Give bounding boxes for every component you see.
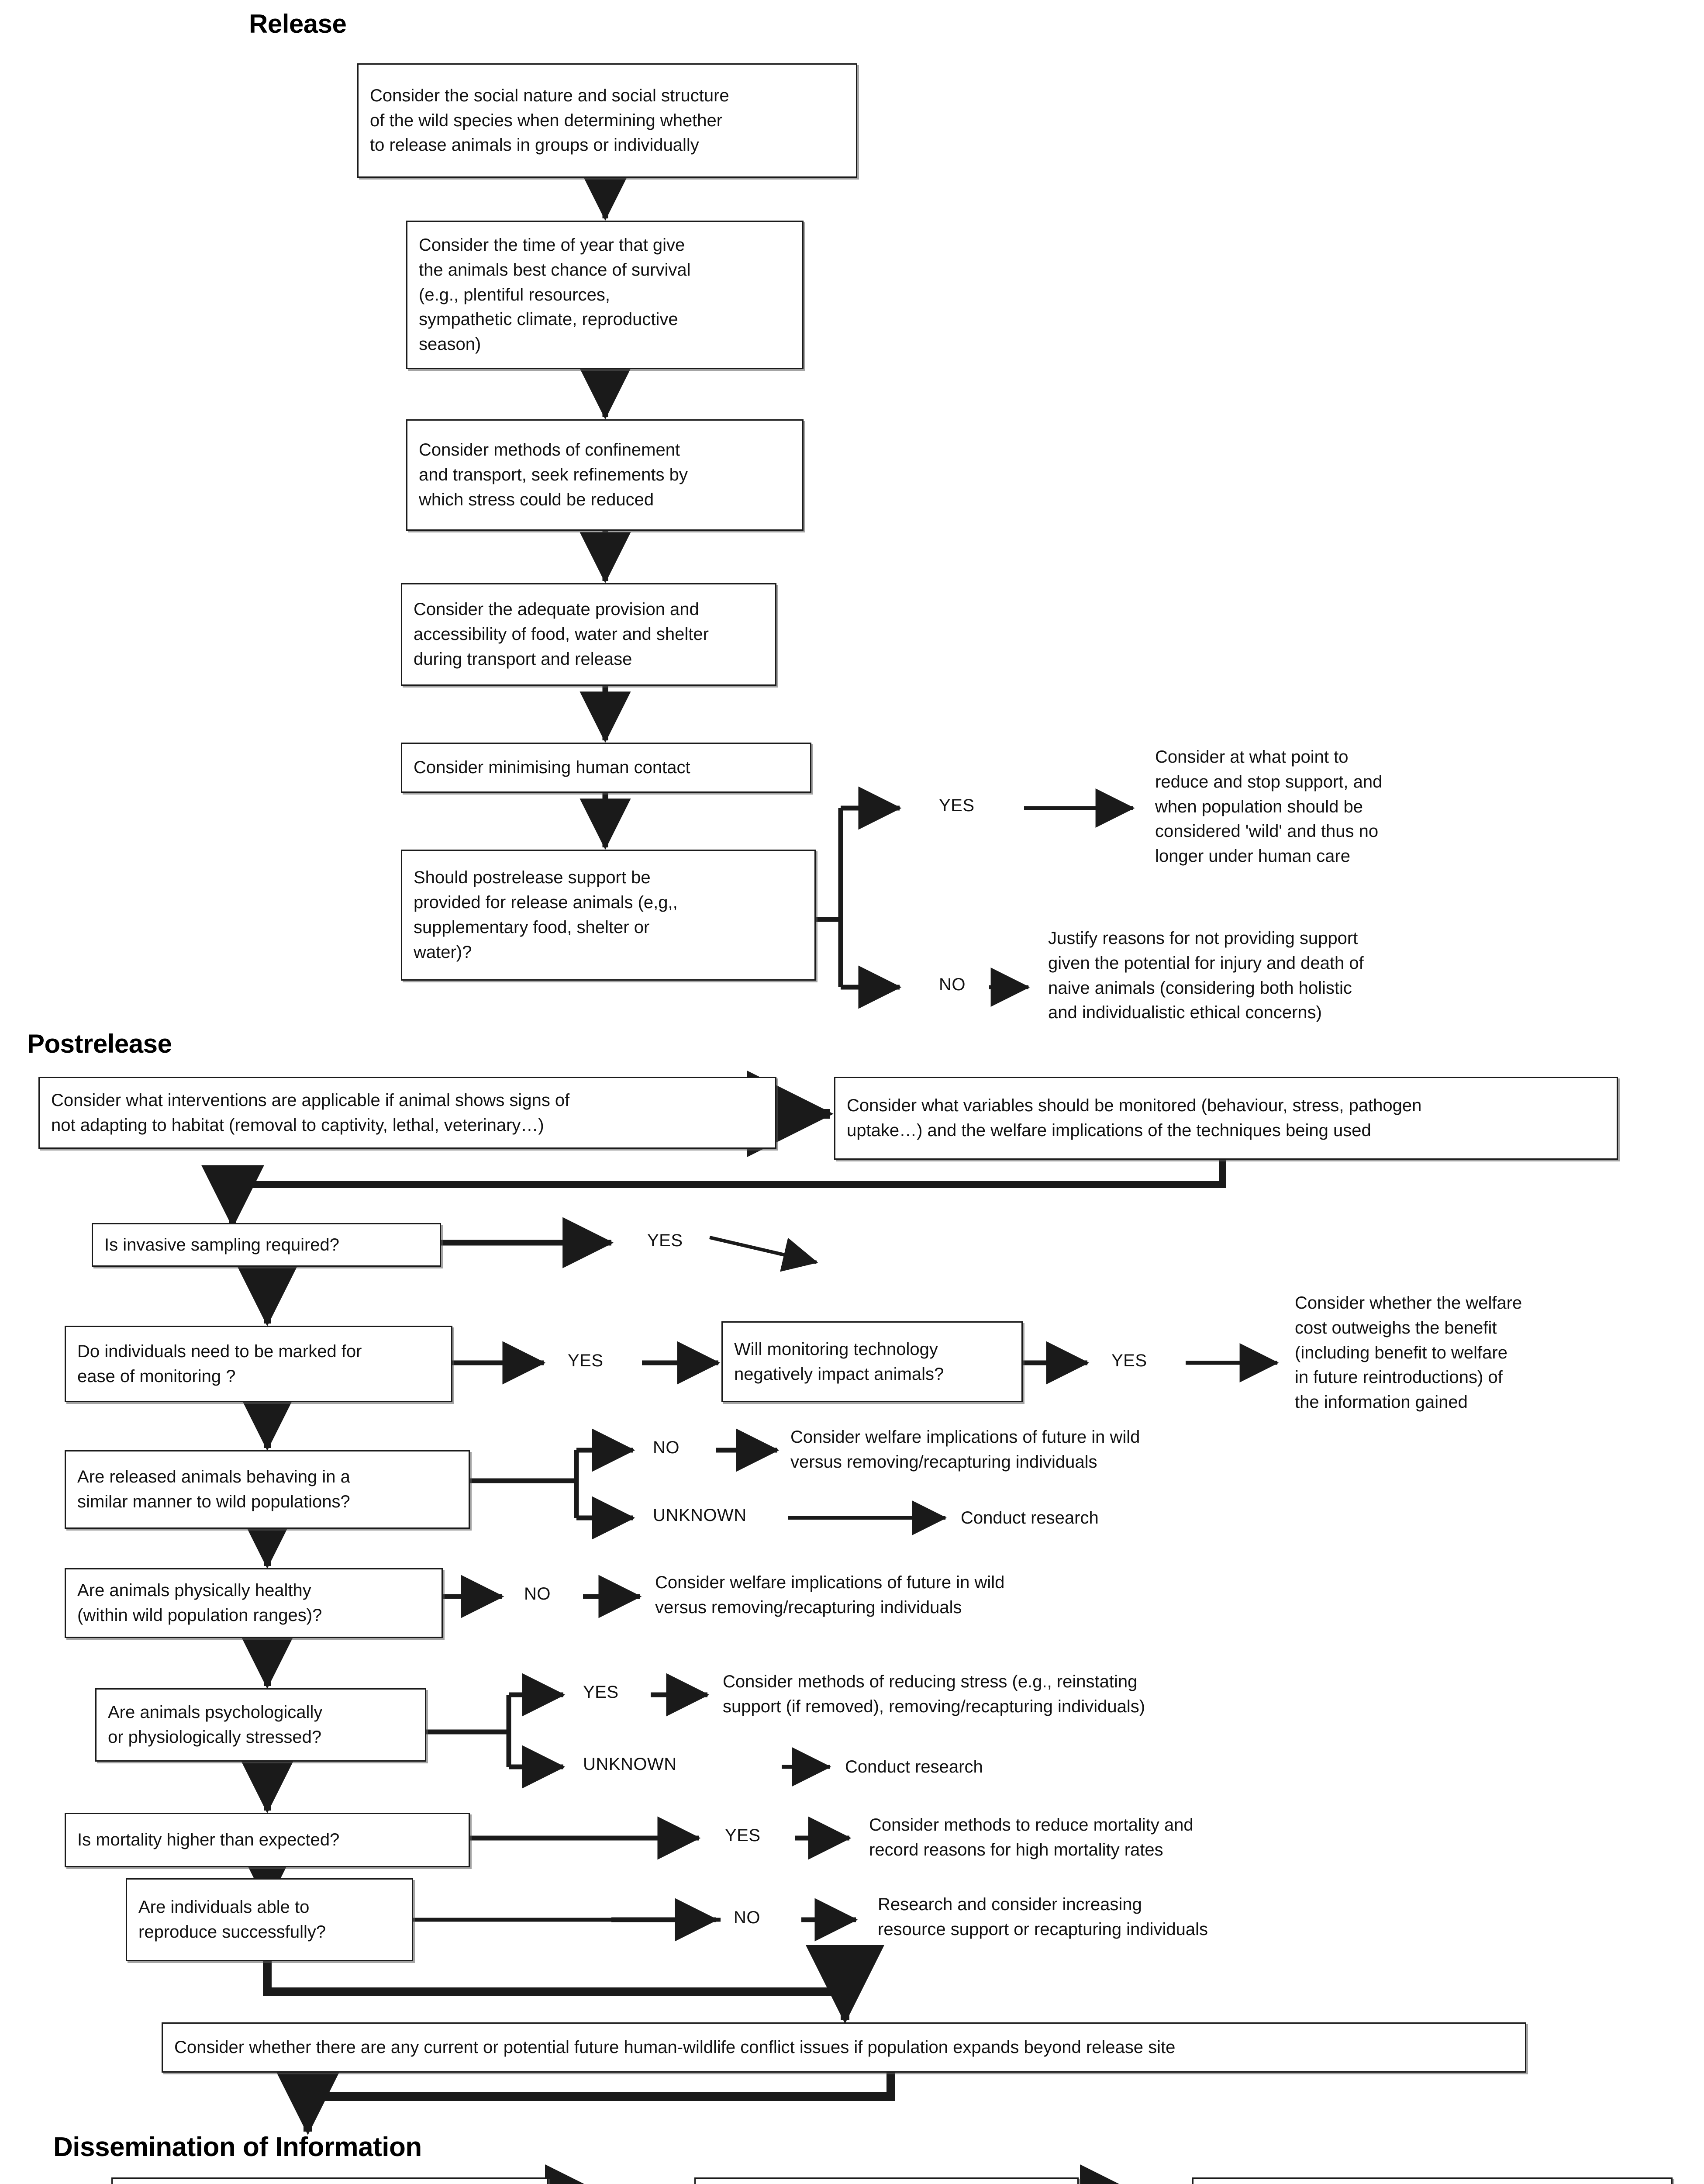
branch-label-release-yes: YES xyxy=(939,796,975,815)
node-interventions-text: Consider what interventions are applicab… xyxy=(51,1090,570,1135)
branch-label-behaving-no: NO xyxy=(653,1438,680,1457)
node-publish: Publish both positive and negative resul… xyxy=(1192,2177,1673,2184)
node-confinement-text: Consider methods of confinement and tran… xyxy=(419,440,688,509)
edge-reproduce-to-conflict xyxy=(263,1945,884,2024)
outcome-behaving-unknown: Conduct research xyxy=(961,1508,1099,1527)
branch-label-marked-yes: YES xyxy=(568,1351,604,1370)
outcome-stressed-yes: Consider methods of reducing stress (e.g… xyxy=(723,1672,1145,1716)
edge-invasive-yes-outcome xyxy=(709,1236,818,1272)
node-invasive-sampling: Is invasive sampling required? xyxy=(92,1223,441,1267)
edge-variables-to-invasive xyxy=(201,1160,1226,1228)
node-invasive-sampling-text: Is invasive sampling required? xyxy=(104,1235,340,1254)
branch-label-stressed-unknown: UNKNOWN xyxy=(583,1755,677,1774)
node-mortality-text: Is mortality higher than expected? xyxy=(77,1830,340,1850)
node-mortality: Is mortality higher than expected? xyxy=(65,1813,470,1867)
outcome-release-no: Justify reasons for not providing suppor… xyxy=(1048,929,1364,1023)
node-behaving: Are released animals behaving in a simil… xyxy=(65,1450,470,1529)
edge-conflict-to-dissemination xyxy=(269,2056,895,2135)
node-interventions: Consider what interventions are applicab… xyxy=(38,1077,776,1149)
node-stressed: Are animals psychologically or physiolog… xyxy=(95,1688,426,1762)
node-human-contact-text: Consider minimising human contact xyxy=(414,758,690,778)
node-healthy-text: Are animals physically healthy (within w… xyxy=(77,1581,322,1625)
node-healthy: Are animals physically healthy (within w… xyxy=(65,1568,443,1638)
branch-label-healthy-no: NO xyxy=(524,1584,551,1603)
node-marked-text: Do individuals need to be marked for eas… xyxy=(77,1341,362,1386)
branch-label-behaving-unknown: UNKNOWN xyxy=(653,1506,747,1525)
branch-label-invasive-yes: YES xyxy=(647,1231,683,1250)
outcome-healthy-no: Consider welfare implications of future … xyxy=(655,1573,1005,1617)
section-heading-postrelease: Postrelease xyxy=(27,1029,172,1058)
section-heading-release: Release xyxy=(249,9,347,38)
node-postrelease-support: Should postrelease support be provided f… xyxy=(401,850,816,981)
outcome-mortality-yes: Consider methods to reduce mortality and… xyxy=(869,1815,1193,1859)
node-monitoring-tech-text: Will monitoring technology negatively im… xyxy=(734,1339,944,1384)
node-routes: Have suitable routes of information diss… xyxy=(111,2177,548,2184)
outcome-release-yes: Consider at what point to reduce and sto… xyxy=(1155,747,1383,866)
node-reproduce: Are individuals able to reproduce succes… xyxy=(126,1878,413,1961)
branch-label-reproduce-no: NO xyxy=(734,1908,760,1927)
node-provision: Consider the adequate provision and acce… xyxy=(401,583,776,686)
branch-label-mortality-yes: YES xyxy=(725,1826,761,1845)
node-monitoring-tech: Will monitoring technology negatively im… xyxy=(721,1321,1023,1402)
branch-label-stressed-yes: YES xyxy=(583,1683,619,1702)
node-time-of-year: Consider the time of year that give the … xyxy=(406,221,804,369)
node-human-contact: Consider minimising human contact xyxy=(401,743,811,793)
node-conflict: Consider whether there are any current o… xyxy=(162,2022,1526,2073)
node-variables-text: Consider what variables should be monito… xyxy=(847,1096,1422,1140)
node-time-of-year-text: Consider the time of year that give the … xyxy=(419,235,691,354)
outcome-behaving-no: Consider welfare implications of future … xyxy=(790,1427,1140,1472)
node-funding: Has sufficient time and funding for info… xyxy=(694,2177,1079,2184)
node-stressed-text: Are animals psychologically or physiolog… xyxy=(108,1703,323,1747)
node-variables: Consider what variables should be monito… xyxy=(834,1077,1618,1160)
outcome-monitoring-yes: Consider whether the welfare cost outwei… xyxy=(1295,1293,1522,1412)
branch-label-release-no: NO xyxy=(939,975,966,994)
outcome-reproduce-no: Research and consider increasing resourc… xyxy=(878,1895,1208,1939)
node-postrelease-support-text: Should postrelease support be provided f… xyxy=(414,868,678,962)
section-heading-dissemination: Dissemination of Information xyxy=(53,2132,422,2162)
outcome-stressed-unknown: Conduct research xyxy=(845,1757,983,1776)
node-provision-text: Consider the adequate provision and acce… xyxy=(414,600,709,669)
node-social-structure: Consider the social nature and social st… xyxy=(357,63,857,178)
node-marked: Do individuals need to be marked for eas… xyxy=(65,1326,452,1402)
node-social-structure-text: Consider the social nature and social st… xyxy=(370,86,729,155)
node-reproduce-text: Are individuals able to reproduce succes… xyxy=(138,1897,326,1942)
node-conflict-text: Consider whether there are any current o… xyxy=(174,2038,1176,2057)
branch-label-monitoring-yes: YES xyxy=(1111,1351,1147,1370)
node-confinement: Consider methods of confinement and tran… xyxy=(406,419,804,531)
node-behaving-text: Are released animals behaving in a simil… xyxy=(77,1467,350,1511)
